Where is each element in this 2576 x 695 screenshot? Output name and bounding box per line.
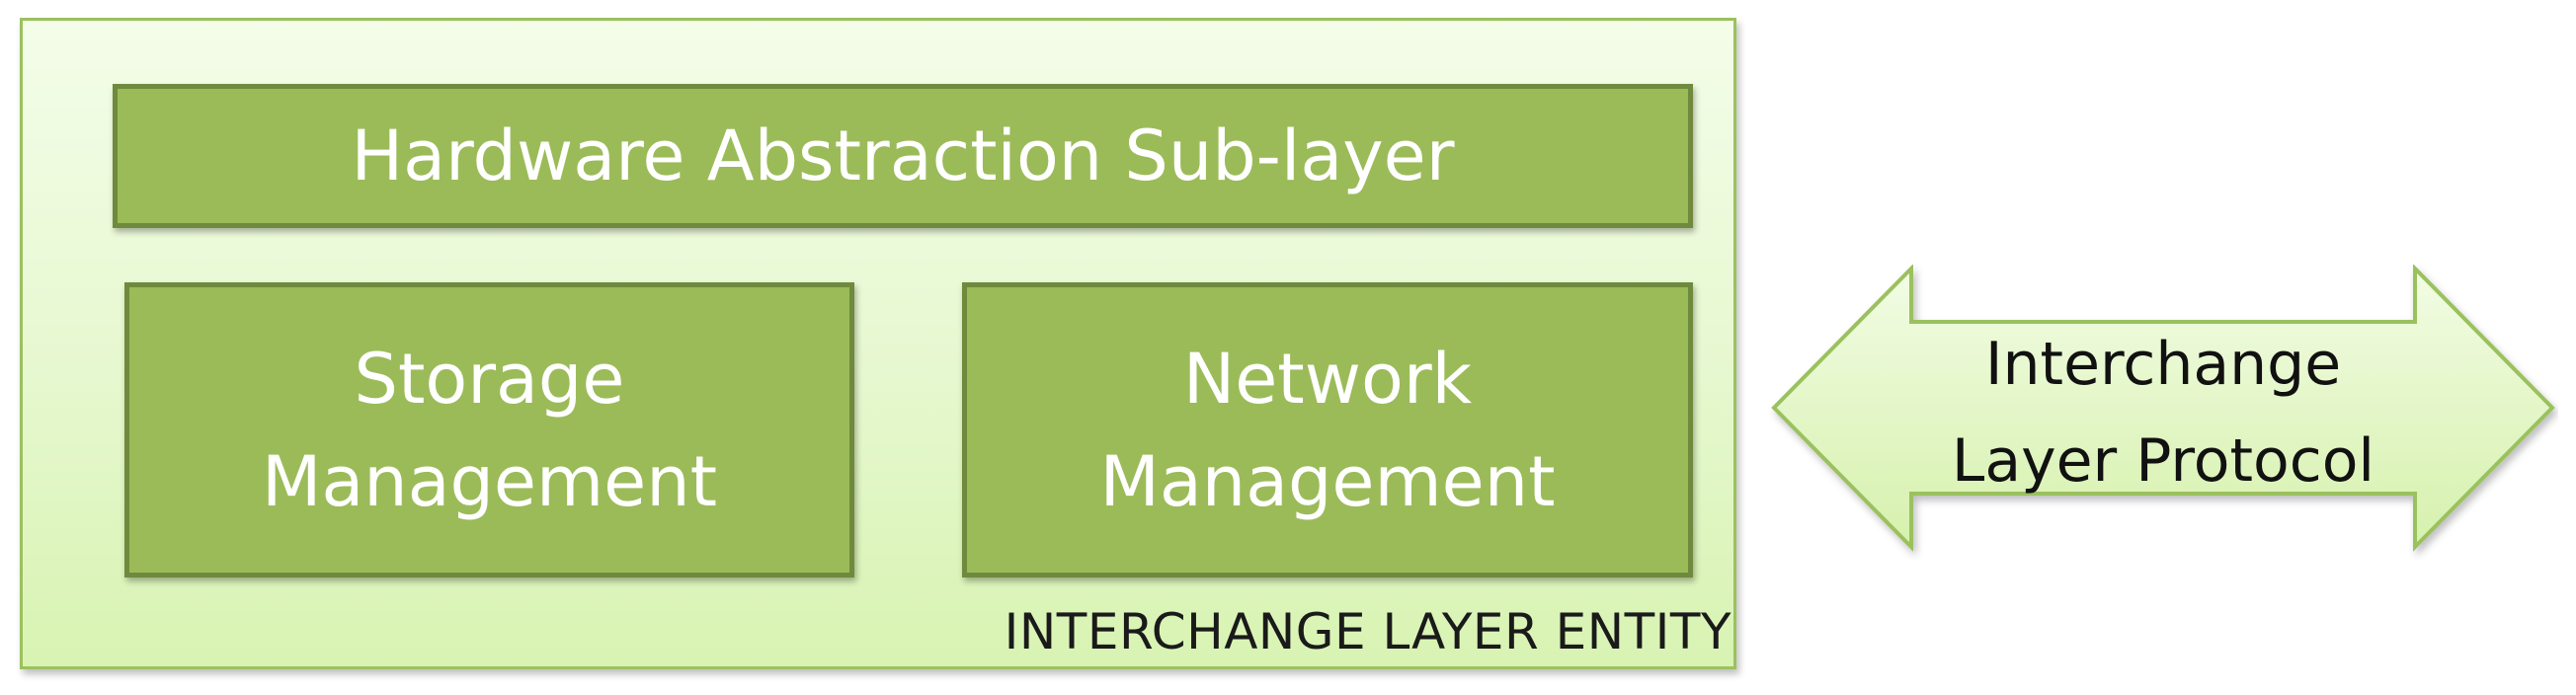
interchange-layer-entity: Hardware Abstraction Sub-layer Storage M… [20,18,1736,669]
double-arrow-icon [1771,265,2555,552]
storage-management-label-line1: Storage [354,338,625,420]
interchange-layer-entity-label: INTERCHANGE LAYER ENTITY [1004,603,1731,660]
protocol-label-line1: Interchange [1984,330,2342,399]
hardware-abstraction-sublayer-box: Hardware Abstraction Sub-layer [113,84,1693,228]
protocol-label-line2: Layer Protocol [1951,426,2375,496]
storage-management-label-line2: Management [261,440,718,522]
double-arrow-shape [1771,265,2555,552]
network-management-box: Network Management [962,282,1693,578]
interchange-layer-protocol-label: Interchange Layer Protocol [1906,316,2420,509]
storage-management-box: Storage Management [124,282,854,578]
hardware-abstraction-label: Hardware Abstraction Sub-layer [351,116,1455,196]
network-management-label-line2: Management [1099,440,1556,522]
network-management-label-line1: Network [1182,338,1473,420]
